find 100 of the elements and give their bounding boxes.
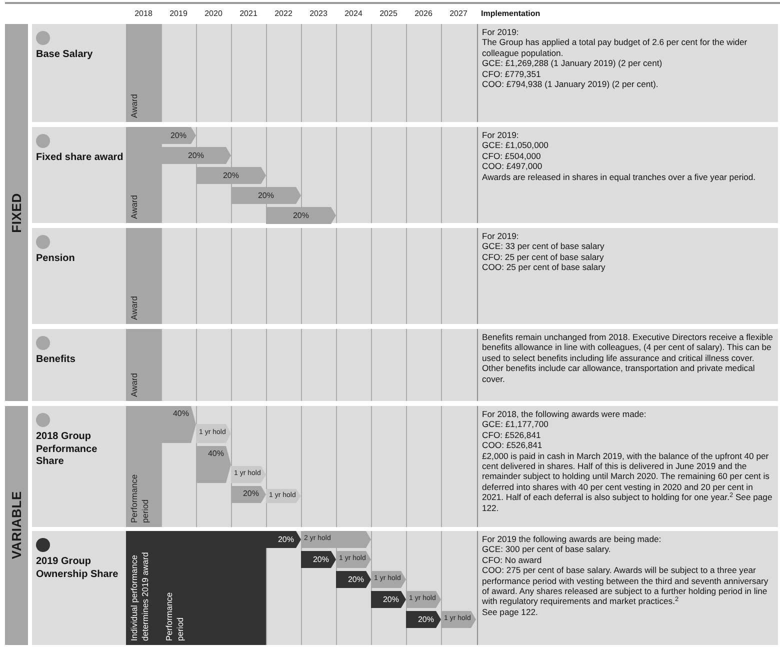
implementation-text: For 2018, the following awards were made: [482, 409, 648, 420]
tranche-label: 20% [242, 488, 259, 500]
tranche-label: 20% [170, 130, 186, 142]
hold-period-bar [371, 571, 406, 588]
implementation-text: GCE: £1,177,700 [482, 419, 550, 430]
row-panel [32, 127, 778, 223]
tranche-label: 40% [208, 448, 224, 460]
tranche-bar [406, 611, 441, 628]
implementation-text: £2,000 is paid in cash in March 2019, with the balance of the upfront 40 per cent delivered in shares. Half of this is delivered in June 2019 and the remainder subject to holding until March 2020. The remaining 60 per cent is deferred into shares with 40 per cent vesting in 2020 and 20 per cent in 2021. Half of each deferral is also subject to holding for one year.$^{2}$ See page 122. [482, 450, 774, 514]
implementation-text: COO: 25 per cent of base salary [482, 262, 606, 273]
bar-label: Performance period [129, 473, 151, 523]
tranche-label: 20% [382, 594, 399, 606]
tranche-label: 20% [292, 210, 309, 222]
year-label: 2026 [414, 8, 434, 20]
year-label: 2019 [168, 8, 188, 20]
section-label: FIXED [8, 192, 25, 232]
implementation-text: GCE: £1,050,000 [482, 140, 550, 151]
row-title: Pension [36, 253, 76, 266]
row-panel [32, 406, 778, 527]
tranche-bar [231, 486, 266, 503]
row-title: 2018 Group Performance Share [36, 431, 98, 468]
award-bar [126, 329, 161, 401]
bar-label: Performance period [164, 591, 186, 641]
award-bar [126, 24, 161, 122]
hold-period-bar [196, 424, 231, 443]
tranche-label: 20% [418, 614, 434, 626]
period-bar [126, 531, 161, 645]
tranche-bar [196, 446, 231, 483]
year-label: 2025 [378, 8, 398, 20]
tranche-bar [161, 127, 196, 144]
implementation-text: CFO: £504,000 [482, 150, 542, 162]
tranche-bar [231, 187, 301, 204]
row-title: Base Salary [36, 49, 94, 62]
section-band [5, 24, 28, 401]
row-panel [32, 531, 778, 645]
year-label: 2022 [274, 8, 294, 20]
row-title: Benefits [36, 354, 76, 366]
period-bar [161, 531, 266, 645]
row-panel [32, 228, 778, 324]
year-label: 2020 [204, 8, 224, 20]
tranche-bar [266, 531, 301, 548]
column-header: Implementation [481, 8, 540, 20]
period-bar [126, 406, 161, 527]
row-panel [32, 329, 778, 401]
row-title: Fixed share award [36, 152, 124, 164]
tranche-bar [371, 591, 406, 608]
tranche-label: 40% [172, 408, 189, 420]
year-label: 2023 [308, 8, 328, 20]
implementation-text: COO: £794,938 (1 January 2019) (2 per cent). [482, 79, 660, 90]
implementation-text: See page 122. [482, 606, 539, 618]
implementation-text: COO: £497,000 [482, 161, 544, 172]
tranche-label: 20% [348, 574, 364, 586]
implementation-text: CFO: £779,351 [482, 68, 542, 80]
hold-period-bar [231, 466, 266, 483]
hold-period-bar [301, 531, 371, 548]
row-panel [32, 24, 778, 122]
implementation-text: GCE: 300 per cent of base salary. [482, 544, 612, 555]
tranche-bar [301, 551, 336, 568]
hold-period-bar [441, 611, 476, 628]
tranche-label: 20% [188, 150, 204, 162]
implementation-text: For 2019: [482, 27, 520, 38]
implementation-text: CFO: No award [482, 554, 543, 566]
row-title: 2019 Group Ownership Share [36, 556, 120, 581]
implementation-text: GCE: £1,269,288 (1 January 2019) (2 per cent) [482, 58, 664, 69]
bar-label: Individual performance determines 2019 award [129, 551, 151, 641]
year-label: 2018 [134, 8, 154, 20]
implementation-text: COO: £526,841 [482, 440, 544, 451]
implementation-text: CFO: £526,841 [482, 430, 542, 440]
implementation-text: Awards are released in shares in equal tranches over a five year period. [482, 172, 757, 182]
year-label: 2024 [344, 8, 364, 20]
tranche-bar [336, 571, 371, 588]
implementation-text: Benefits remain unchanged from 2018. Executive Directors receive a flexible benefits allowance in line with colleagues, (4 per cent of salary). This can be used to select benefits including life assurance and critical illness cover. Other benefits include car allowance, transportation and private medical cover. [482, 332, 774, 384]
implementation-text: For 2019: [482, 231, 520, 242]
award-bar [126, 228, 161, 324]
implementation-text: CFO: 25 per cent of base salary [482, 252, 605, 262]
implementation-text: The Group has applied a total pay budget of 2.6 per cent for the wider colleague population. [482, 37, 748, 58]
year-label: 2021 [238, 8, 258, 20]
tranche-bar [161, 147, 231, 164]
implementation-text: For 2019 the following awards are being made: [482, 534, 662, 544]
hold-period-bar [266, 489, 301, 503]
year-label: 2027 [448, 8, 468, 20]
tranche-label: 20% [222, 170, 239, 182]
hold-period-bar [406, 591, 441, 608]
tranche-label: 20% [312, 554, 329, 566]
tranche-label: 20% [278, 534, 294, 546]
hold-period-bar [336, 551, 371, 568]
tranche-bar [161, 406, 196, 443]
bar-label: Award [129, 373, 140, 397]
bar-label: Award [129, 296, 140, 320]
implementation-text: For 2019: [482, 130, 520, 140]
implementation-text: COO: 275 per cent of base salary. Awards will be subject to a three year performance period with vesting between the third and seventh anniversary of award. Any shares released are subject to a further holding period in line with regulatory requirements and market practices.$^{2}$ [482, 565, 770, 607]
tranche-bar [266, 207, 336, 224]
section-label: VARIABLE [8, 491, 25, 560]
bar-label: Award [129, 94, 140, 118]
tranche-bar [196, 167, 266, 184]
award-bar [126, 127, 161, 223]
tranche-label: 20% [258, 190, 274, 202]
bar-label: Award [129, 195, 140, 219]
implementation-text: GCE: 33 per cent of base salary [482, 241, 606, 252]
section-band [5, 406, 28, 645]
